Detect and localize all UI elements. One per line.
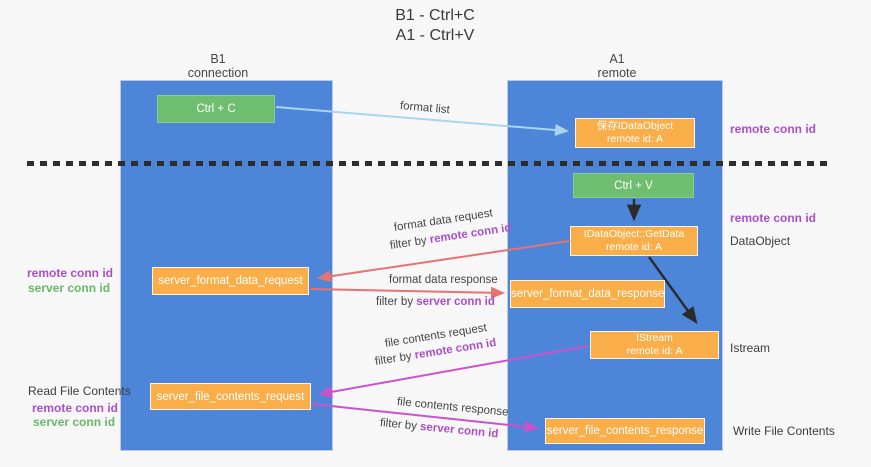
filter-by-text: filter by bbox=[376, 296, 417, 308]
arrow-format-data-request bbox=[317, 240, 570, 283]
server-conn-id-key: server conn id bbox=[416, 296, 495, 308]
getdata-line2: remote id: A bbox=[605, 241, 663, 253]
remote-conn-id-label-top-right: remote conn id bbox=[730, 122, 817, 136]
diagram-title: B1 - Ctrl+C A1 - Ctrl+V bbox=[335, 6, 535, 46]
format-data-response-label: format data response bbox=[389, 274, 498, 286]
server-format-data-request-box: server_format_data_request bbox=[152, 267, 309, 295]
format-data-response-filter-label: filter by server conn id bbox=[376, 296, 495, 308]
remote-conn-id-label-left-1: remote conn id bbox=[27, 266, 114, 280]
arrow-format-list bbox=[275, 106, 569, 136]
save-dataobject-line2: remote id: A bbox=[606, 133, 664, 145]
right-column-name: A1 bbox=[609, 52, 625, 66]
server-format-data-response-label: server_format_data_response bbox=[511, 288, 665, 300]
read-file-contents-label: Read File Contents bbox=[28, 384, 131, 398]
remote-conn-id-label-right: remote conn id bbox=[730, 211, 817, 225]
getdata-line1: IDataObject::GetData bbox=[583, 228, 685, 240]
server-file-contents-response-box: server_file_contents_response bbox=[545, 418, 705, 444]
istream-line1: IStream bbox=[636, 332, 673, 344]
remote-conn-id-label-left-2: remote conn id bbox=[32, 401, 119, 415]
istream-box: IStream remote id: A bbox=[590, 331, 719, 359]
server-file-contents-request-label: server_file_contents_request bbox=[156, 390, 305, 403]
ctrl-c-label: Ctrl + C bbox=[196, 103, 236, 115]
left-column-header: B1 connection bbox=[158, 52, 278, 80]
save-dataobject-line1: 保存IDataObject bbox=[596, 120, 674, 132]
istream-line2: remote id: A bbox=[626, 345, 683, 357]
right-column-role: remote bbox=[597, 66, 637, 80]
arrow-format-data-response bbox=[310, 286, 505, 299]
left-column-role: connection bbox=[187, 66, 249, 80]
save-dataobject-box: 保存IDataObject remote id: A bbox=[575, 118, 695, 148]
server-conn-id-label-left-2: server conn id bbox=[33, 415, 116, 429]
getdata-box: IDataObject::GetData remote id: A bbox=[570, 226, 698, 256]
write-file-contents-label: Write File Contents bbox=[733, 424, 835, 438]
dashed-separator bbox=[27, 161, 833, 166]
server-format-data-request-label: server_format_data_request bbox=[158, 275, 303, 287]
ctrl-c-box: Ctrl + C bbox=[157, 95, 275, 123]
dataobject-label: DataObject bbox=[730, 234, 791, 248]
right-column-header: A1 remote bbox=[557, 52, 677, 80]
istream-side-label: Istream bbox=[730, 341, 771, 355]
title-line-a1: A1 - Ctrl+V bbox=[395, 27, 475, 44]
server-file-contents-request-box: server_file_contents_request bbox=[150, 383, 311, 410]
server-file-contents-response-label: server_file_contents_response bbox=[546, 425, 704, 437]
ctrl-v-box: Ctrl + V bbox=[573, 173, 694, 198]
server-conn-id-label-left-1: server conn id bbox=[28, 281, 111, 295]
arrow-getdata-to-istream bbox=[648, 256, 698, 324]
arrow-file-contents-request bbox=[318, 345, 589, 398]
title-line-b1: B1 - Ctrl+C bbox=[395, 7, 475, 24]
arrow-file-contents-response bbox=[311, 403, 539, 433]
server-format-data-response-box: server_format_data_response bbox=[510, 280, 665, 308]
left-column-name: B1 bbox=[210, 52, 226, 66]
ctrl-v-label: Ctrl + V bbox=[614, 179, 653, 192]
